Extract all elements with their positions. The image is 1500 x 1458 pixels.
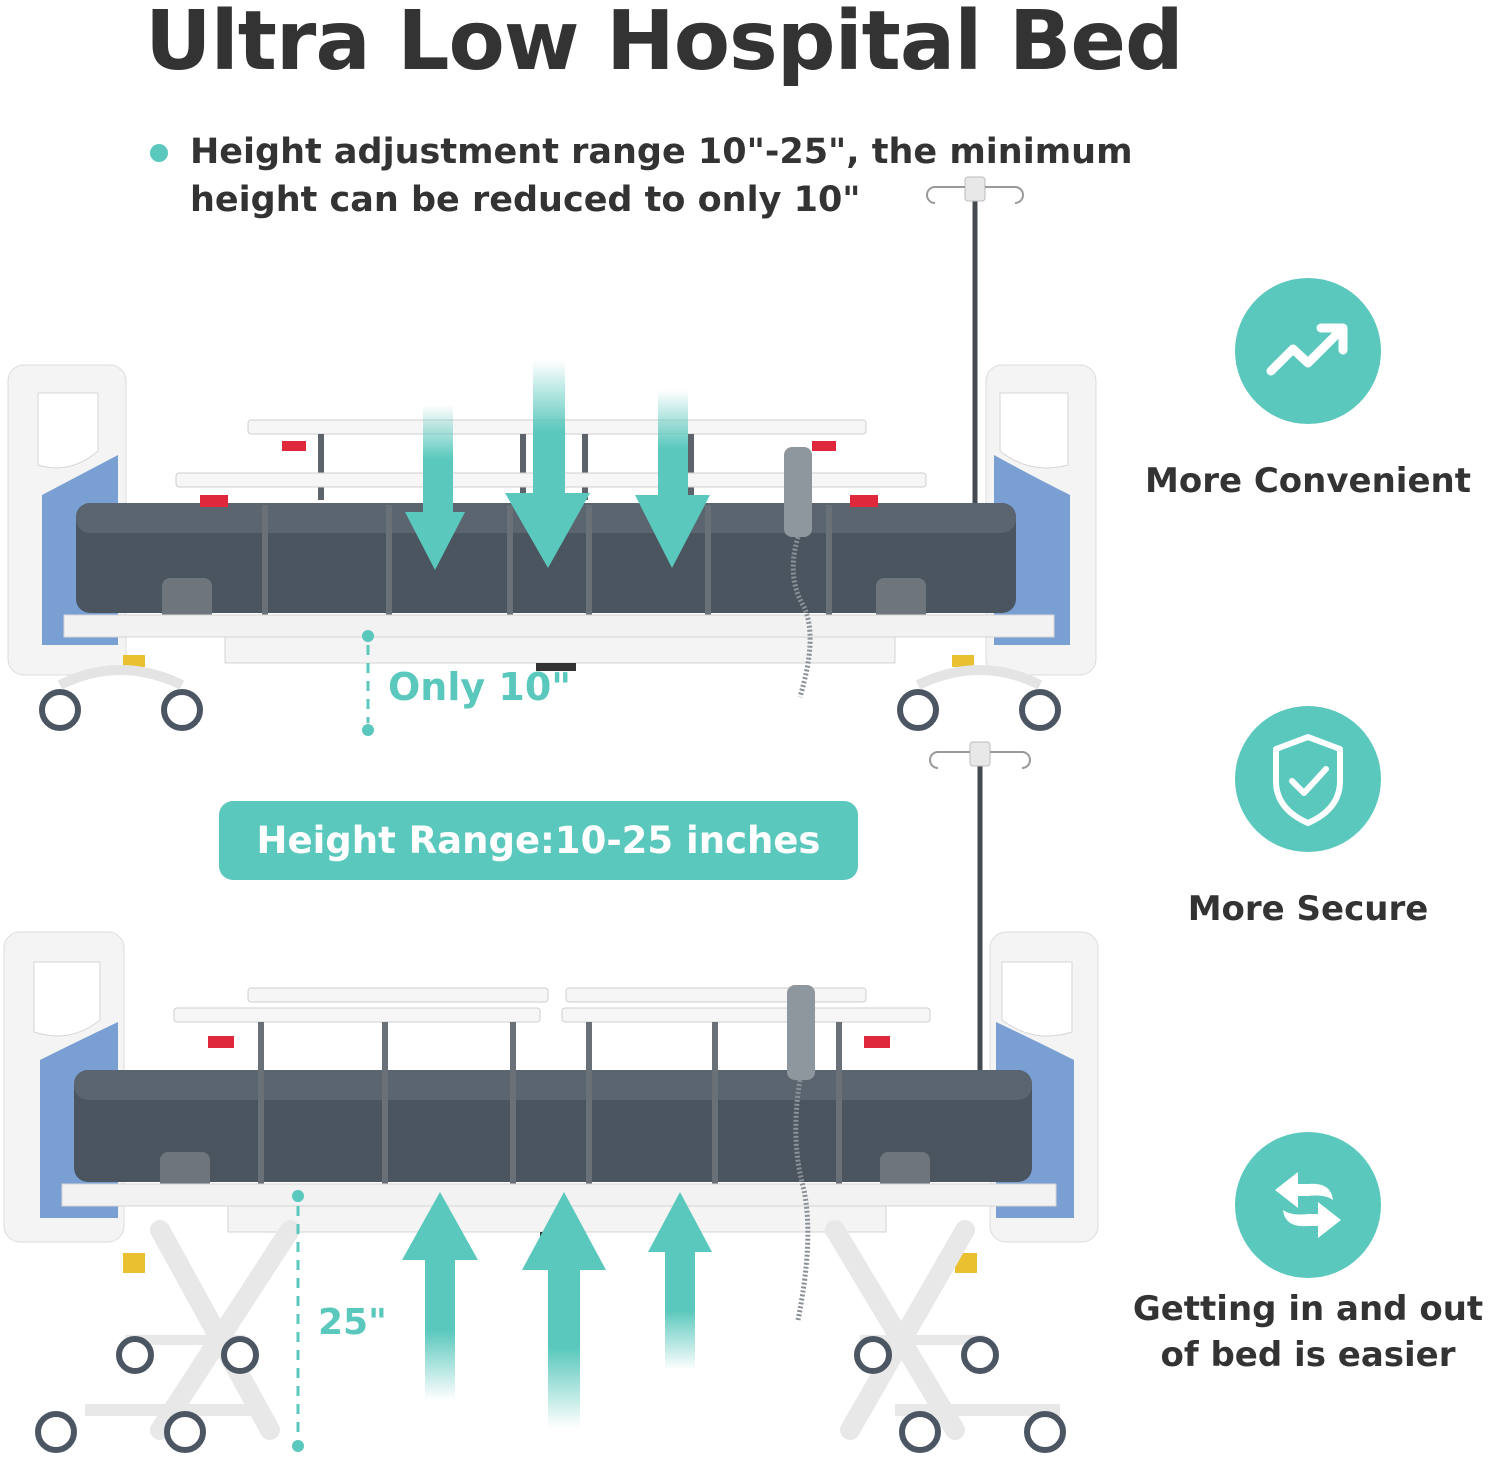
height-measure-high [292, 1190, 304, 1452]
height-measure-low [362, 630, 374, 736]
trend-up-icon [1235, 278, 1381, 424]
bullet-dot-icon [150, 144, 168, 162]
high-height-label: 25" [318, 1302, 387, 1343]
up-arrows-icon [402, 1192, 712, 1428]
feature-more-secure: More Secure [1118, 706, 1498, 932]
bed-low-illustration [7, 176, 1097, 736]
shield-check-icon [1235, 706, 1381, 852]
bed-low-position: Only 10" [0, 175, 1110, 745]
casters-low [39, 689, 1061, 731]
bed-high-position: 25" [0, 740, 1110, 1458]
feature-label: More Convenient [1145, 461, 1471, 501]
casters-high [35, 1336, 1066, 1453]
feature-label: Getting in and out of bed is easier [1118, 1286, 1498, 1378]
iv-pole-icon [929, 741, 1031, 1070]
feature-label-line2: of bed is easier [1160, 1335, 1456, 1375]
low-height-label: Only 10" [388, 665, 572, 709]
feature-label-line1: Getting in and out [1132, 1289, 1484, 1329]
iv-pole-icon [926, 176, 1024, 505]
height-description-line2: height can be reduced to only 10" [190, 180, 861, 220]
feature-more-convenient: More Convenient [1118, 278, 1498, 504]
swap-arrows-icon [1235, 1132, 1381, 1278]
height-description-line1: Height adjustment range 10"-25", the min… [190, 132, 1133, 172]
height-range-badge: Height Range:10-25 inches [219, 801, 858, 880]
bed-high-illustration [3, 741, 1099, 1453]
down-arrows-icon [405, 360, 710, 570]
feature-easier-access: Getting in and out of bed is easier [1118, 1132, 1498, 1378]
height-description: Height adjustment range 10"-25", the min… [190, 128, 1133, 224]
page-title: Ultra Low Hospital Bed [145, 0, 1184, 89]
scissor-legs [150, 1220, 975, 1440]
feature-label: More Secure [1187, 889, 1429, 929]
